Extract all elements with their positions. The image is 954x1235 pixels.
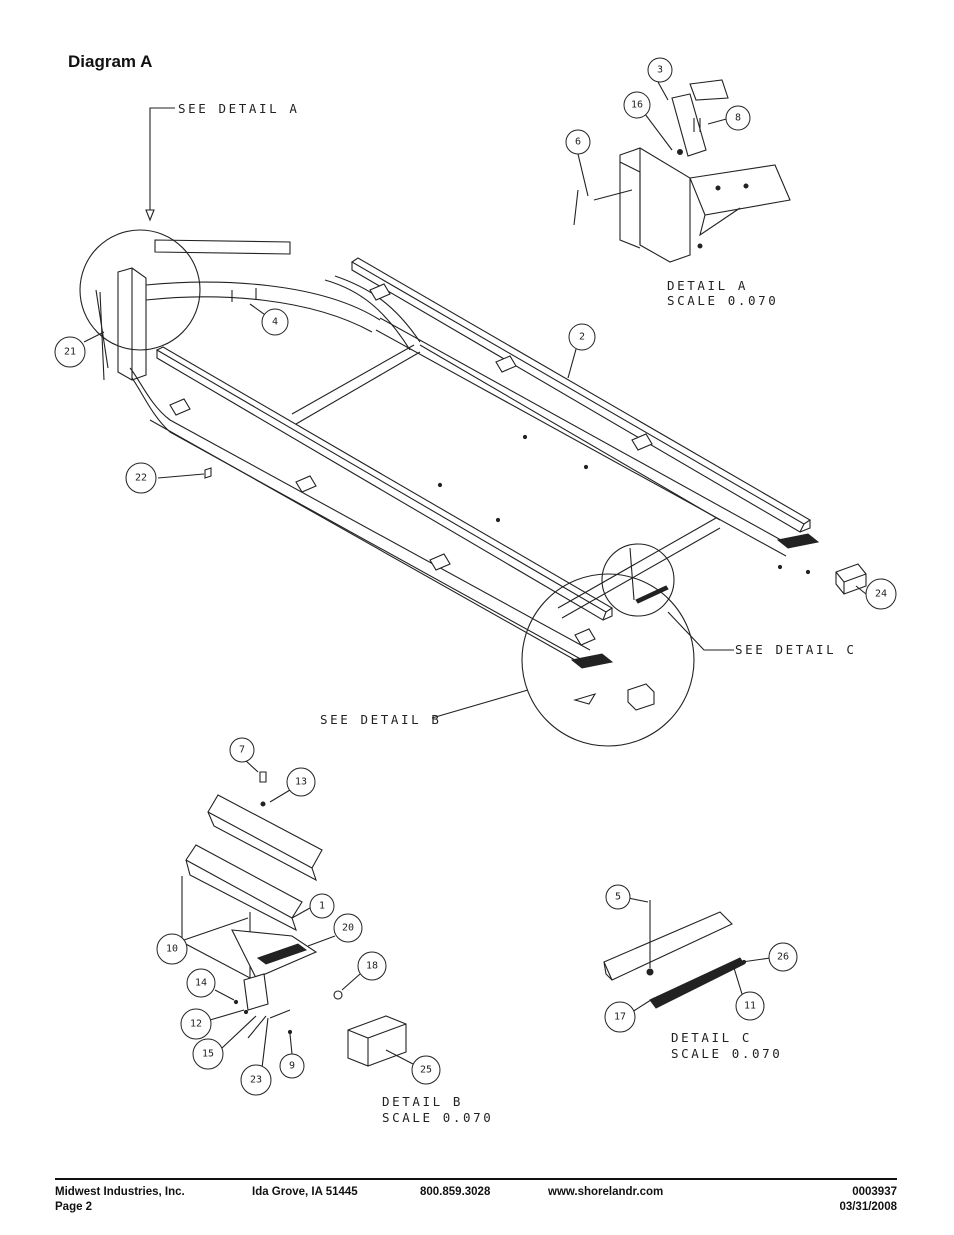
callout-4: 4 (261, 308, 289, 336)
svg-text:6: 6 (575, 137, 581, 148)
svg-text:11: 11 (744, 1001, 756, 1012)
callout-10: 10 (156, 933, 188, 965)
detail-b-title: DETAIL B (382, 1094, 463, 1109)
callout-17: 17 (604, 1001, 636, 1033)
footer-company: Midwest Industries, Inc. (55, 1186, 185, 1198)
callout-2: 2 (568, 323, 596, 351)
footer-website: www.shorelandr.com (548, 1186, 664, 1198)
detail-b-drawing (181, 771, 407, 1067)
detail-a-scale: SCALE 0.070 (667, 293, 778, 308)
callout-7: 7 (229, 737, 255, 763)
svg-text:25: 25 (420, 1065, 432, 1076)
leader-lines (83, 81, 867, 1069)
svg-text:18: 18 (366, 961, 378, 972)
svg-text:8: 8 (735, 113, 741, 124)
svg-text:15: 15 (202, 1049, 214, 1060)
detail-c-title: DETAIL C (671, 1030, 752, 1045)
detail-b-circle (521, 573, 695, 747)
callout-13: 13 (286, 767, 316, 797)
callout-14: 14 (186, 968, 216, 998)
callout-6: 6 (565, 129, 591, 155)
svg-text:9: 9 (289, 1061, 295, 1072)
svg-text:13: 13 (295, 777, 307, 788)
svg-text:17: 17 (614, 1012, 626, 1023)
callout-21: 21 (54, 336, 86, 368)
svg-text:3: 3 (657, 65, 663, 76)
detail-a-drawing (573, 79, 791, 263)
svg-text:1: 1 (319, 901, 325, 912)
callout-8: 8 (725, 105, 751, 131)
callout-9: 9 (279, 1053, 305, 1079)
svg-text:14: 14 (195, 978, 207, 989)
callout-23: 23 (240, 1064, 272, 1096)
svg-text:2: 2 (579, 332, 585, 343)
callout-5: 5 (605, 884, 631, 910)
svg-text:26: 26 (777, 952, 789, 963)
footer-doc-number: 0003937 (852, 1186, 897, 1198)
svg-text:5: 5 (615, 892, 621, 903)
footer-date: 03/31/2008 (839, 1201, 897, 1213)
see-detail-b-label: SEE DETAIL B (320, 712, 442, 727)
see-detail-c-label: SEE DETAIL C (735, 642, 857, 657)
detail-b-scale: SCALE 0.070 (382, 1110, 493, 1125)
detail-a-circle (79, 229, 291, 381)
svg-text:23: 23 (250, 1075, 262, 1086)
callout-20: 20 (333, 913, 363, 943)
svg-text:16: 16 (631, 100, 643, 111)
footer-page-number: Page 2 (55, 1201, 93, 1213)
see-detail-a-label: SEE DETAIL A (178, 101, 300, 116)
footer-phone: 800.859.3028 (420, 1186, 491, 1198)
detail-c-circle (601, 543, 675, 617)
callout-24: 24 (865, 578, 897, 610)
svg-text:4: 4 (272, 317, 278, 328)
callout-22: 22 (125, 462, 157, 494)
svg-text:7: 7 (239, 745, 245, 756)
callout-1: 1 (309, 893, 335, 919)
callout-15: 15 (192, 1038, 224, 1070)
trailer-frame (117, 257, 867, 669)
callout-18: 18 (357, 951, 387, 981)
callout-3: 3 (647, 57, 673, 83)
svg-text:10: 10 (166, 944, 178, 955)
svg-text:20: 20 (342, 923, 354, 934)
svg-text:22: 22 (135, 473, 147, 484)
detail-c-scale: SCALE 0.070 (671, 1046, 782, 1061)
callout-12: 12 (180, 1008, 212, 1040)
svg-text:24: 24 (875, 589, 887, 600)
callout-16: 16 (623, 91, 651, 119)
callout-26: 26 (768, 942, 798, 972)
footer-location: Ida Grove, IA 51445 (252, 1186, 358, 1198)
footer-divider (55, 1178, 897, 1180)
svg-text:12: 12 (190, 1019, 202, 1030)
callout-25: 25 (411, 1055, 441, 1085)
page-title: Diagram A (68, 52, 153, 71)
callout-11: 11 (735, 991, 765, 1021)
detail-a-title: DETAIL A (667, 278, 748, 293)
detail-c-drawing (603, 900, 747, 1009)
svg-text:21: 21 (64, 347, 76, 358)
